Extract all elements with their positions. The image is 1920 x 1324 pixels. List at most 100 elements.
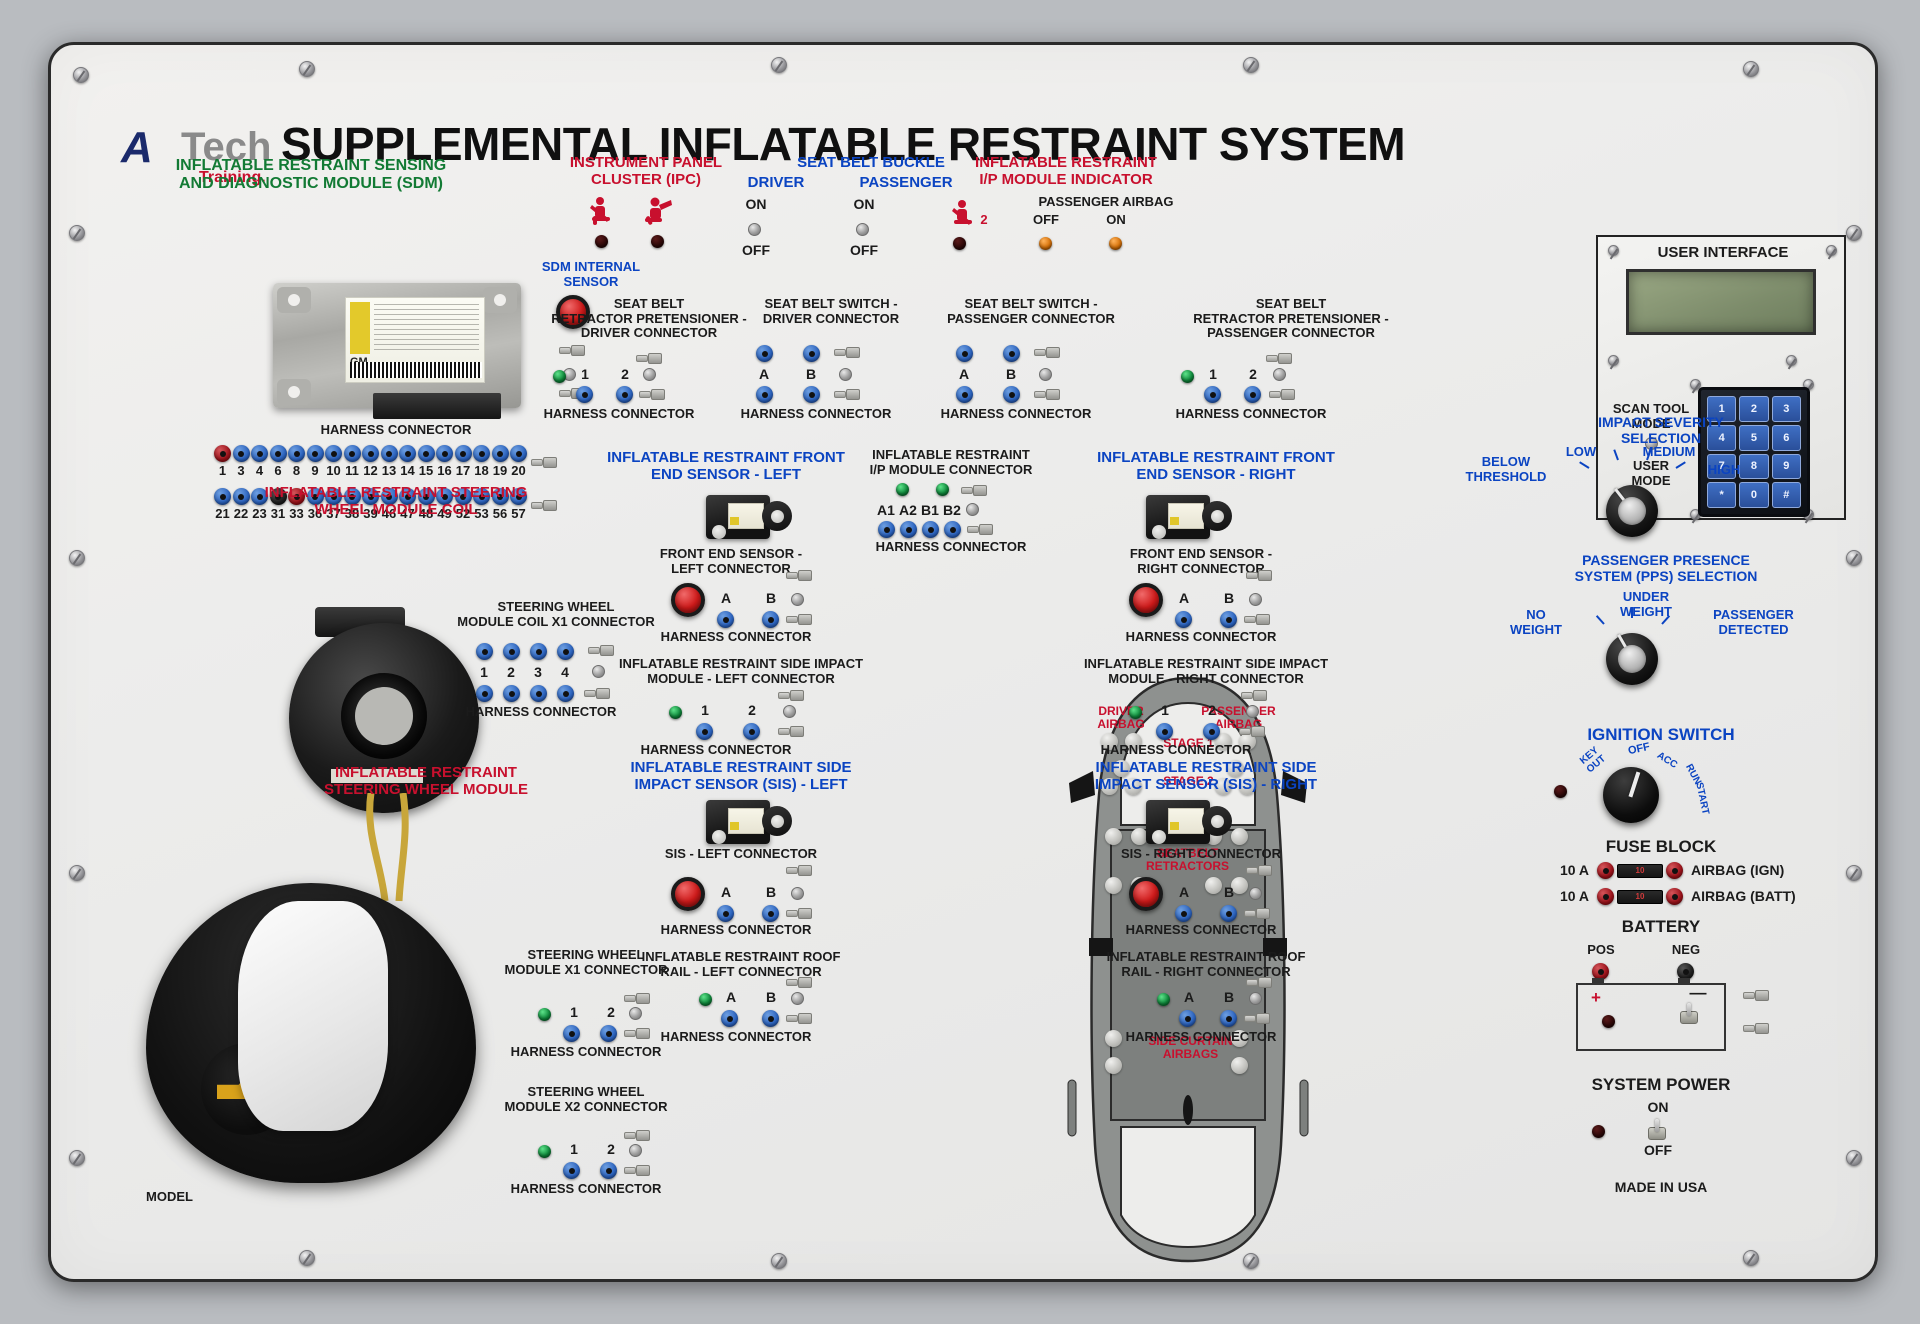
sdm-pin-jack-33[interactable] <box>288 488 305 505</box>
sdm-pin-jack-57[interactable] <box>510 488 527 505</box>
keypad-key-0[interactable]: 0 <box>1739 482 1769 508</box>
harness-jack[interactable] <box>900 521 917 538</box>
keypad-key-6[interactable]: 6 <box>1771 424 1801 451</box>
harness-jack[interactable] <box>563 1162 580 1179</box>
harness-jack[interactable] <box>756 386 773 403</box>
harness-jack[interactable] <box>743 723 760 740</box>
sis-right-switch[interactable] <box>1249 887 1262 900</box>
sdm-pin-jack-17[interactable] <box>454 445 472 462</box>
battery-switch[interactable] <box>1679 1003 1699 1025</box>
sdm-pin-jack-46[interactable] <box>380 488 398 505</box>
harness-jack[interactable] <box>1203 723 1220 740</box>
fuse-jack[interactable] <box>1666 888 1683 905</box>
harness-jack[interactable] <box>1003 345 1020 362</box>
system-power-switch[interactable] <box>1647 1119 1667 1141</box>
sdm-pin-jack-31[interactable] <box>269 488 287 505</box>
harness-jack[interactable] <box>1220 1010 1237 1027</box>
harness-jack[interactable] <box>956 386 973 403</box>
keypad-key-8[interactable]: 8 <box>1739 453 1769 480</box>
swm-x1-switch[interactable] <box>629 1007 642 1020</box>
keypad-key-9[interactable]: 9 <box>1771 453 1801 480</box>
sis-right-impact-button[interactable] <box>1129 877 1163 911</box>
keypad-key-3[interactable]: 3 <box>1771 396 1801 422</box>
swm-x2-switch[interactable] <box>629 1144 642 1157</box>
harness-jack[interactable] <box>476 685 493 702</box>
sis-left-impact-button[interactable] <box>671 877 705 911</box>
fuse-jack[interactable] <box>1597 862 1614 879</box>
sdm-pin-jack-23[interactable] <box>251 488 268 505</box>
roof-rail-right-switch[interactable] <box>1249 992 1262 1005</box>
sdm-pin-jack-8[interactable] <box>288 445 305 462</box>
sdm-pin-jack-11[interactable] <box>343 445 361 462</box>
coil-jack[interactable] <box>530 643 547 660</box>
sdm-pin-jack-19[interactable] <box>491 445 509 462</box>
front-end-right-impact-button[interactable] <box>1129 583 1163 617</box>
harness-jack[interactable] <box>803 386 820 403</box>
keypad-key-5[interactable]: 5 <box>1739 424 1769 451</box>
keypad-key-4[interactable]: 4 <box>1707 424 1737 451</box>
sdm-pin-jack-53[interactable] <box>473 488 490 505</box>
harness-jack[interactable] <box>762 905 779 922</box>
sdm-pin-jack-3[interactable] <box>232 445 250 462</box>
harness-jack[interactable] <box>922 521 939 538</box>
sdm-pin-jack-14[interactable] <box>399 445 416 462</box>
sdm-pin-jack-20[interactable] <box>510 445 527 462</box>
side-impact-left-switch[interactable] <box>783 705 796 718</box>
side-impact-right-switch[interactable] <box>1246 705 1259 718</box>
passenger-buckle-connector-switch[interactable] <box>1039 368 1052 381</box>
front-end-left-switch[interactable] <box>791 593 804 606</box>
harness-jack[interactable] <box>600 1162 617 1179</box>
sis-left-switch[interactable] <box>791 887 804 900</box>
harness-jack[interactable] <box>576 386 593 403</box>
battery-neg-jack[interactable] <box>1677 963 1694 980</box>
ignition-switch-knob[interactable] <box>1603 767 1659 823</box>
front-end-left-impact-button[interactable] <box>671 583 705 617</box>
passenger-pretensioner-switch[interactable] <box>1273 368 1286 381</box>
harness-jack[interactable] <box>762 1010 779 1027</box>
harness-jack[interactable] <box>803 345 820 362</box>
keypad-key-star[interactable]: * <box>1707 482 1737 508</box>
harness-jack[interactable] <box>756 345 773 362</box>
harness-jack[interactable] <box>1179 1010 1196 1027</box>
pps-knob[interactable] <box>1606 633 1658 685</box>
harness-jack[interactable] <box>1204 386 1221 403</box>
coil-jack[interactable] <box>476 643 493 660</box>
sdm-pin-jack-10[interactable] <box>325 445 342 462</box>
sdm-pin-jack-48[interactable] <box>417 488 435 505</box>
harness-jack[interactable] <box>696 723 713 740</box>
sdm-pin-jack-37[interactable] <box>325 488 342 505</box>
passenger-buckle-switch[interactable] <box>856 223 869 236</box>
sdm-pin-jack-9[interactable] <box>306 445 324 462</box>
harness-jack[interactable] <box>1220 611 1237 628</box>
coil-jack[interactable] <box>557 643 574 660</box>
sdm-internal-sensor-button[interactable] <box>556 295 590 329</box>
harness-jack[interactable] <box>557 685 574 702</box>
harness-jack[interactable] <box>762 611 779 628</box>
sdm-pin-jack-36[interactable] <box>306 488 324 505</box>
sdm-pin-jack-49[interactable] <box>436 488 453 505</box>
harness-jack[interactable] <box>616 386 633 403</box>
harness-jack[interactable] <box>1003 386 1020 403</box>
sdm-pin-jack-52[interactable] <box>454 488 472 505</box>
sdm-pin-jack-22[interactable] <box>232 488 250 505</box>
driver-pretensioner-switch[interactable] <box>643 368 656 381</box>
harness-jack[interactable] <box>717 611 734 628</box>
sdm-pin-jack-18[interactable] <box>473 445 490 462</box>
harness-jack[interactable] <box>1244 386 1261 403</box>
harness-jack[interactable] <box>1175 611 1192 628</box>
harness-jack[interactable] <box>1156 723 1173 740</box>
harness-jack[interactable] <box>1175 905 1192 922</box>
harness-jack[interactable] <box>1220 905 1237 922</box>
battery-pos-jack[interactable] <box>1592 963 1609 980</box>
harness-jack[interactable] <box>503 685 520 702</box>
keypad-key-2[interactable]: 2 <box>1739 396 1769 422</box>
ip-module-switch[interactable] <box>966 503 979 516</box>
impact-severity-knob[interactable] <box>1606 485 1658 537</box>
front-end-right-switch[interactable] <box>1249 593 1262 606</box>
harness-jack[interactable] <box>717 905 734 922</box>
coil-switch[interactable] <box>592 665 605 678</box>
sdm-pin-jack-56[interactable] <box>491 488 509 505</box>
harness-jack[interactable] <box>878 521 895 538</box>
fuse-jack[interactable] <box>1597 888 1614 905</box>
